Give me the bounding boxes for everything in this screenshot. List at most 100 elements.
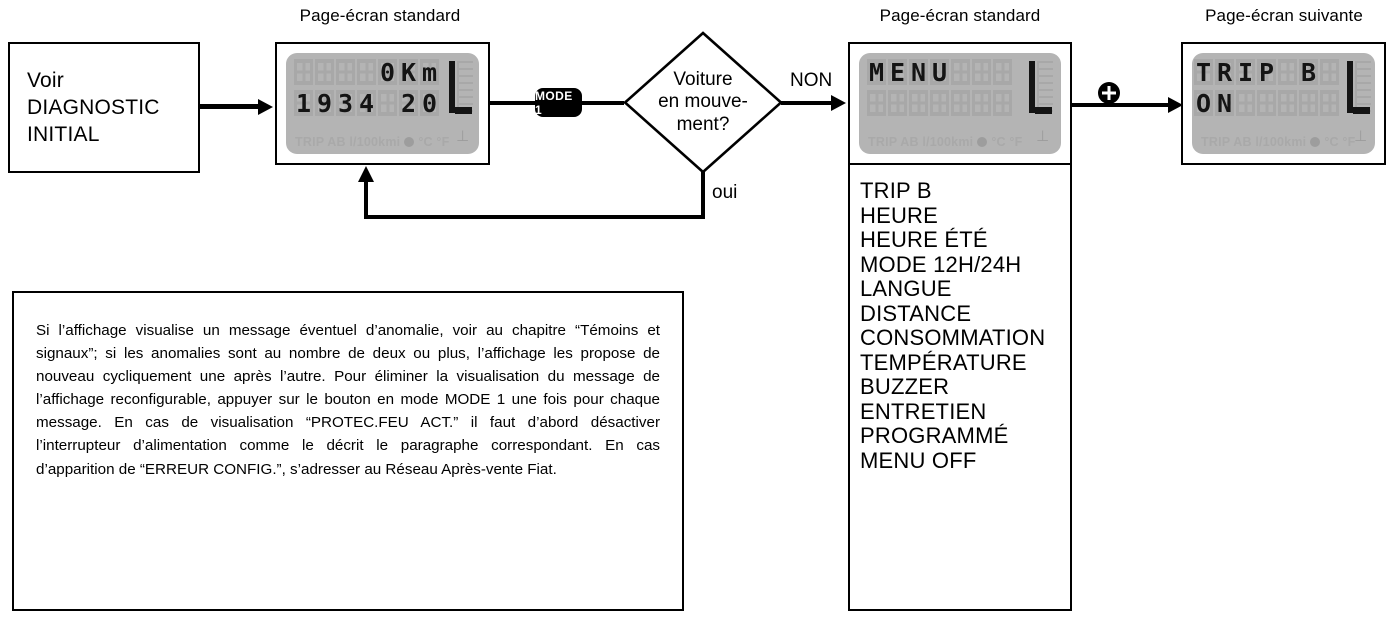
- menu-item[interactable]: TEMPÉRATURE: [860, 349, 1027, 375]
- mode-1-button[interactable]: MODE 1: [535, 88, 582, 117]
- lcd-menu-screen: M E N U ⊥ TRIP AB l/100kmi °C °F: [859, 53, 1061, 154]
- arrowhead-feedback-to-lcd: [358, 166, 374, 182]
- lcd-standard-screen: 0 K m 1 9 3 4 2 0 ⊥ TRIP AB l/100kmi °C …: [286, 53, 479, 154]
- menu-item[interactable]: CONSOMMATION: [860, 325, 1046, 351]
- lcd-cell: N: [909, 57, 928, 87]
- lcd-cell: m: [420, 57, 439, 87]
- lcd-standard-row-1: 0 K m: [294, 59, 439, 85]
- lcd-cell: M: [867, 57, 886, 87]
- sun-icon: [1310, 137, 1321, 147]
- lcd-footer-text: TRIP AB l/100kmi: [1201, 135, 1307, 149]
- connector-start-to-lcd: [200, 104, 262, 109]
- fuel-bargraph-icon: [449, 61, 477, 121]
- lcd-cell: 4: [357, 88, 376, 118]
- lcd-cell: [315, 59, 334, 85]
- branch-label-non: NON: [790, 70, 833, 91]
- lcd-standard-footer: TRIP AB l/100kmi °C °F: [295, 135, 470, 149]
- menu-item[interactable]: LANGUE: [860, 276, 952, 302]
- plus-button[interactable]: [1098, 82, 1120, 104]
- lcd-cell: [1257, 90, 1276, 116]
- decision-diamond: Voiture en mouve- ment?: [622, 30, 784, 175]
- lcd-menu-frame: M E N U ⊥ TRIP AB l/100kmi °C °F: [848, 42, 1072, 165]
- note-text: Si l’affichage visualise un message éven…: [36, 322, 660, 478]
- lcd-cell: 3: [336, 88, 355, 118]
- start-box-line-1: Voir: [27, 68, 64, 92]
- start-box-line-2: DIAGNOSTIC: [27, 95, 160, 119]
- lcd-cell: T: [1194, 57, 1213, 87]
- lcd-cell: O: [1194, 88, 1213, 118]
- connector-oui-horizontal: [364, 215, 705, 219]
- arrowhead-menu-to-trip: [1168, 97, 1183, 113]
- lcd-cell: [336, 59, 355, 85]
- lcd-menu-row-2: [867, 90, 1012, 116]
- coolant-temp-icon: ⊥: [456, 127, 470, 145]
- sun-icon: [977, 137, 988, 147]
- decision-diamond-shape: [623, 31, 783, 174]
- lcd-trip-footer: TRIP AB l/100kmi °C °F: [1201, 135, 1366, 149]
- lcd-cell: [378, 90, 397, 116]
- lcd-cell: R: [1215, 57, 1234, 87]
- lcd-cell: [993, 59, 1012, 85]
- lcd-cell: [1236, 90, 1255, 116]
- lcd-trip-frame: T R I P B O N ⊥ TRIP AB l/100kmi °C °F: [1181, 42, 1386, 165]
- branch-label-oui: oui: [712, 182, 738, 203]
- caption-next-screen: Page-écran suivante: [1205, 6, 1363, 25]
- lcd-cell: [993, 90, 1012, 116]
- lcd-trip-row-1: T R I P B: [1194, 59, 1339, 85]
- lcd-cell: [972, 90, 991, 116]
- menu-item[interactable]: DISTANCE: [860, 300, 972, 326]
- lcd-trip-screen: T R I P B O N ⊥ TRIP AB l/100kmi °C °F: [1192, 53, 1375, 154]
- connector-mode-to-decision: [582, 100, 624, 105]
- lcd-cell: [867, 90, 886, 116]
- menu-list-box: TRIP B HEURE HEURE ÉTÉ MODE 12H/24H LANG…: [848, 163, 1072, 611]
- lcd-cell: [972, 59, 991, 85]
- lcd-footer-text: TRIP AB l/100kmi: [868, 135, 974, 149]
- connector-decision-non: [781, 100, 838, 105]
- menu-item[interactable]: PROGRAMMÉ: [860, 423, 1009, 449]
- lcd-cell: [1320, 90, 1339, 116]
- lcd-cell: [1299, 90, 1318, 116]
- lcd-menu-footer: TRIP AB l/100kmi °C °F: [868, 135, 1052, 149]
- lcd-standard-row-2: 1 9 3 4 2 0: [294, 90, 439, 116]
- lcd-trip-row-2: O N: [1194, 90, 1339, 116]
- lcd-cell: N: [1215, 88, 1234, 118]
- menu-list: TRIP B HEURE HEURE ÉTÉ MODE 12H/24H LANG…: [860, 178, 1070, 473]
- connector-menu-to-trip: [1072, 103, 1176, 107]
- menu-item[interactable]: HEURE ÉTÉ: [860, 227, 988, 253]
- menu-item[interactable]: ENTRETIEN: [860, 398, 987, 424]
- connector-oui-up: [364, 182, 368, 219]
- arrowhead-decision-non: [831, 94, 846, 111]
- mode-1-button-label: MODE 1: [535, 88, 573, 117]
- lcd-cell: [294, 59, 313, 85]
- lcd-cell: 9: [315, 88, 334, 118]
- menu-item[interactable]: MODE 12H/24H: [860, 251, 1022, 277]
- caption-standard-left: Page-écran standard: [299, 6, 461, 25]
- coolant-temp-icon: ⊥: [1036, 127, 1050, 145]
- menu-item[interactable]: BUZZER: [860, 374, 950, 400]
- lcd-cell: 2: [399, 88, 418, 118]
- menu-item[interactable]: HEURE: [860, 202, 939, 228]
- lcd-menu-row-1: M E N U: [867, 59, 1012, 85]
- lcd-cell: 1: [294, 88, 313, 118]
- lcd-cell: B: [1299, 57, 1318, 87]
- start-box: Voir DIAGNOSTIC INITIAL: [8, 42, 200, 173]
- lcd-cell: 0: [420, 88, 439, 118]
- lcd-cell: E: [888, 57, 907, 87]
- lcd-cell: [357, 59, 376, 85]
- arrowhead-start-to-lcd: [258, 98, 273, 115]
- lcd-footer-units: °C °F: [1324, 135, 1356, 149]
- lcd-cell: 0: [378, 57, 397, 87]
- connector-oui-vertical: [701, 172, 705, 219]
- lcd-cell: [951, 59, 970, 85]
- menu-item[interactable]: TRIP B: [860, 178, 932, 203]
- caption-standard-right: Page-écran standard: [879, 6, 1041, 25]
- lcd-cell: [1320, 59, 1339, 85]
- lcd-footer-units: °C °F: [991, 135, 1023, 149]
- note-box: Si l’affichage visualise un message éven…: [12, 291, 684, 611]
- menu-item[interactable]: MENU OFF: [860, 447, 977, 473]
- fuel-bargraph-icon: [1347, 61, 1375, 121]
- lcd-cell: [909, 90, 928, 116]
- lcd-cell: [888, 90, 907, 116]
- start-box-line-3: INITIAL: [27, 123, 100, 147]
- lcd-cell: [951, 90, 970, 116]
